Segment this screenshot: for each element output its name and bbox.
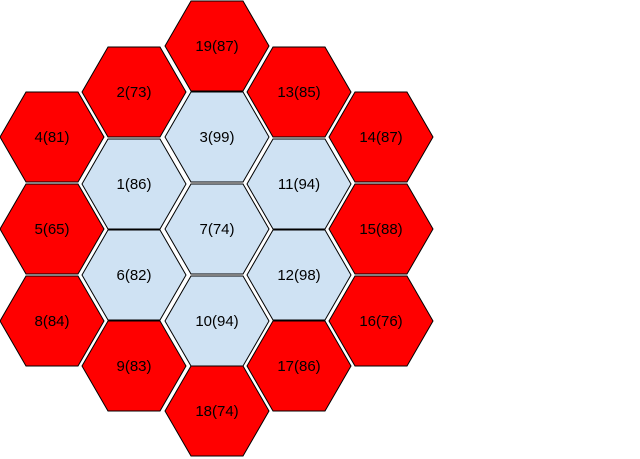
hex-cell: 4(81)	[0, 91, 105, 183]
hex-shape	[0, 183, 105, 275]
hex-shape	[164, 183, 270, 275]
hex-shape	[164, 91, 270, 183]
hex-shape	[81, 138, 187, 230]
hex-shape	[81, 46, 187, 138]
hex-shape	[81, 229, 187, 321]
hex-shape	[246, 46, 352, 138]
hex-cell: 18(74)	[164, 365, 270, 457]
hex-label: 1(86)	[116, 176, 151, 193]
hex-shape	[164, 365, 270, 457]
hex-shape	[246, 138, 352, 230]
hex-cell: 13(85)	[246, 46, 352, 138]
hex-label: 4(81)	[34, 129, 69, 146]
hex-cell: 15(88)	[328, 183, 434, 275]
hex-label: 18(74)	[195, 403, 238, 420]
hex-cell: 3(99)	[164, 91, 270, 183]
hex-cell: 9(83)	[81, 320, 187, 412]
hex-shape	[246, 320, 352, 412]
hex-cell: 17(86)	[246, 320, 352, 412]
hex-cell: 1(86)	[81, 138, 187, 230]
hex-cell: 14(87)	[328, 91, 434, 183]
hex-label: 3(99)	[199, 129, 234, 146]
hex-label: 7(74)	[199, 221, 234, 238]
hex-cell: 7(74)	[164, 183, 270, 275]
hex-label: 2(73)	[116, 84, 151, 101]
hex-label: 8(84)	[34, 313, 69, 330]
hex-shape	[164, 0, 270, 92]
hex-label: 17(86)	[277, 358, 320, 375]
hex-cells: 19(87) 2(73) 13(85) 4(81) 3(99) 14(87) 1(86) 11…	[0, 0, 434, 457]
hex-label: 19(87)	[195, 38, 238, 55]
hex-cell: 2(73)	[81, 46, 187, 138]
hex-shape	[246, 229, 352, 321]
hex-label: 5(65)	[34, 221, 69, 238]
hex-shape	[328, 183, 434, 275]
hex-label: 14(87)	[359, 129, 402, 146]
hex-label: 6(82)	[116, 267, 151, 284]
hex-shape	[328, 91, 434, 183]
hex-cell: 6(82)	[81, 229, 187, 321]
hex-cell: 16(76)	[328, 275, 434, 367]
hex-shape	[328, 275, 434, 367]
hex-cell: 11(94)	[246, 138, 352, 230]
hex-label: 10(94)	[195, 313, 238, 330]
hex-cell: 19(87)	[164, 0, 270, 92]
hex-label: 15(88)	[359, 221, 402, 238]
hex-label: 9(83)	[116, 358, 151, 375]
hex-shape	[81, 320, 187, 412]
hex-shape	[0, 275, 105, 367]
hex-label: 13(85)	[277, 84, 320, 101]
hex-label: 11(94)	[278, 176, 320, 193]
hex-cell: 5(65)	[0, 183, 105, 275]
hex-shape	[0, 91, 105, 183]
hex-label: 16(76)	[359, 313, 402, 330]
hex-label: 12(98)	[277, 267, 320, 284]
hex-cell: 12(98)	[246, 229, 352, 321]
hex-cell: 8(84)	[0, 275, 105, 367]
